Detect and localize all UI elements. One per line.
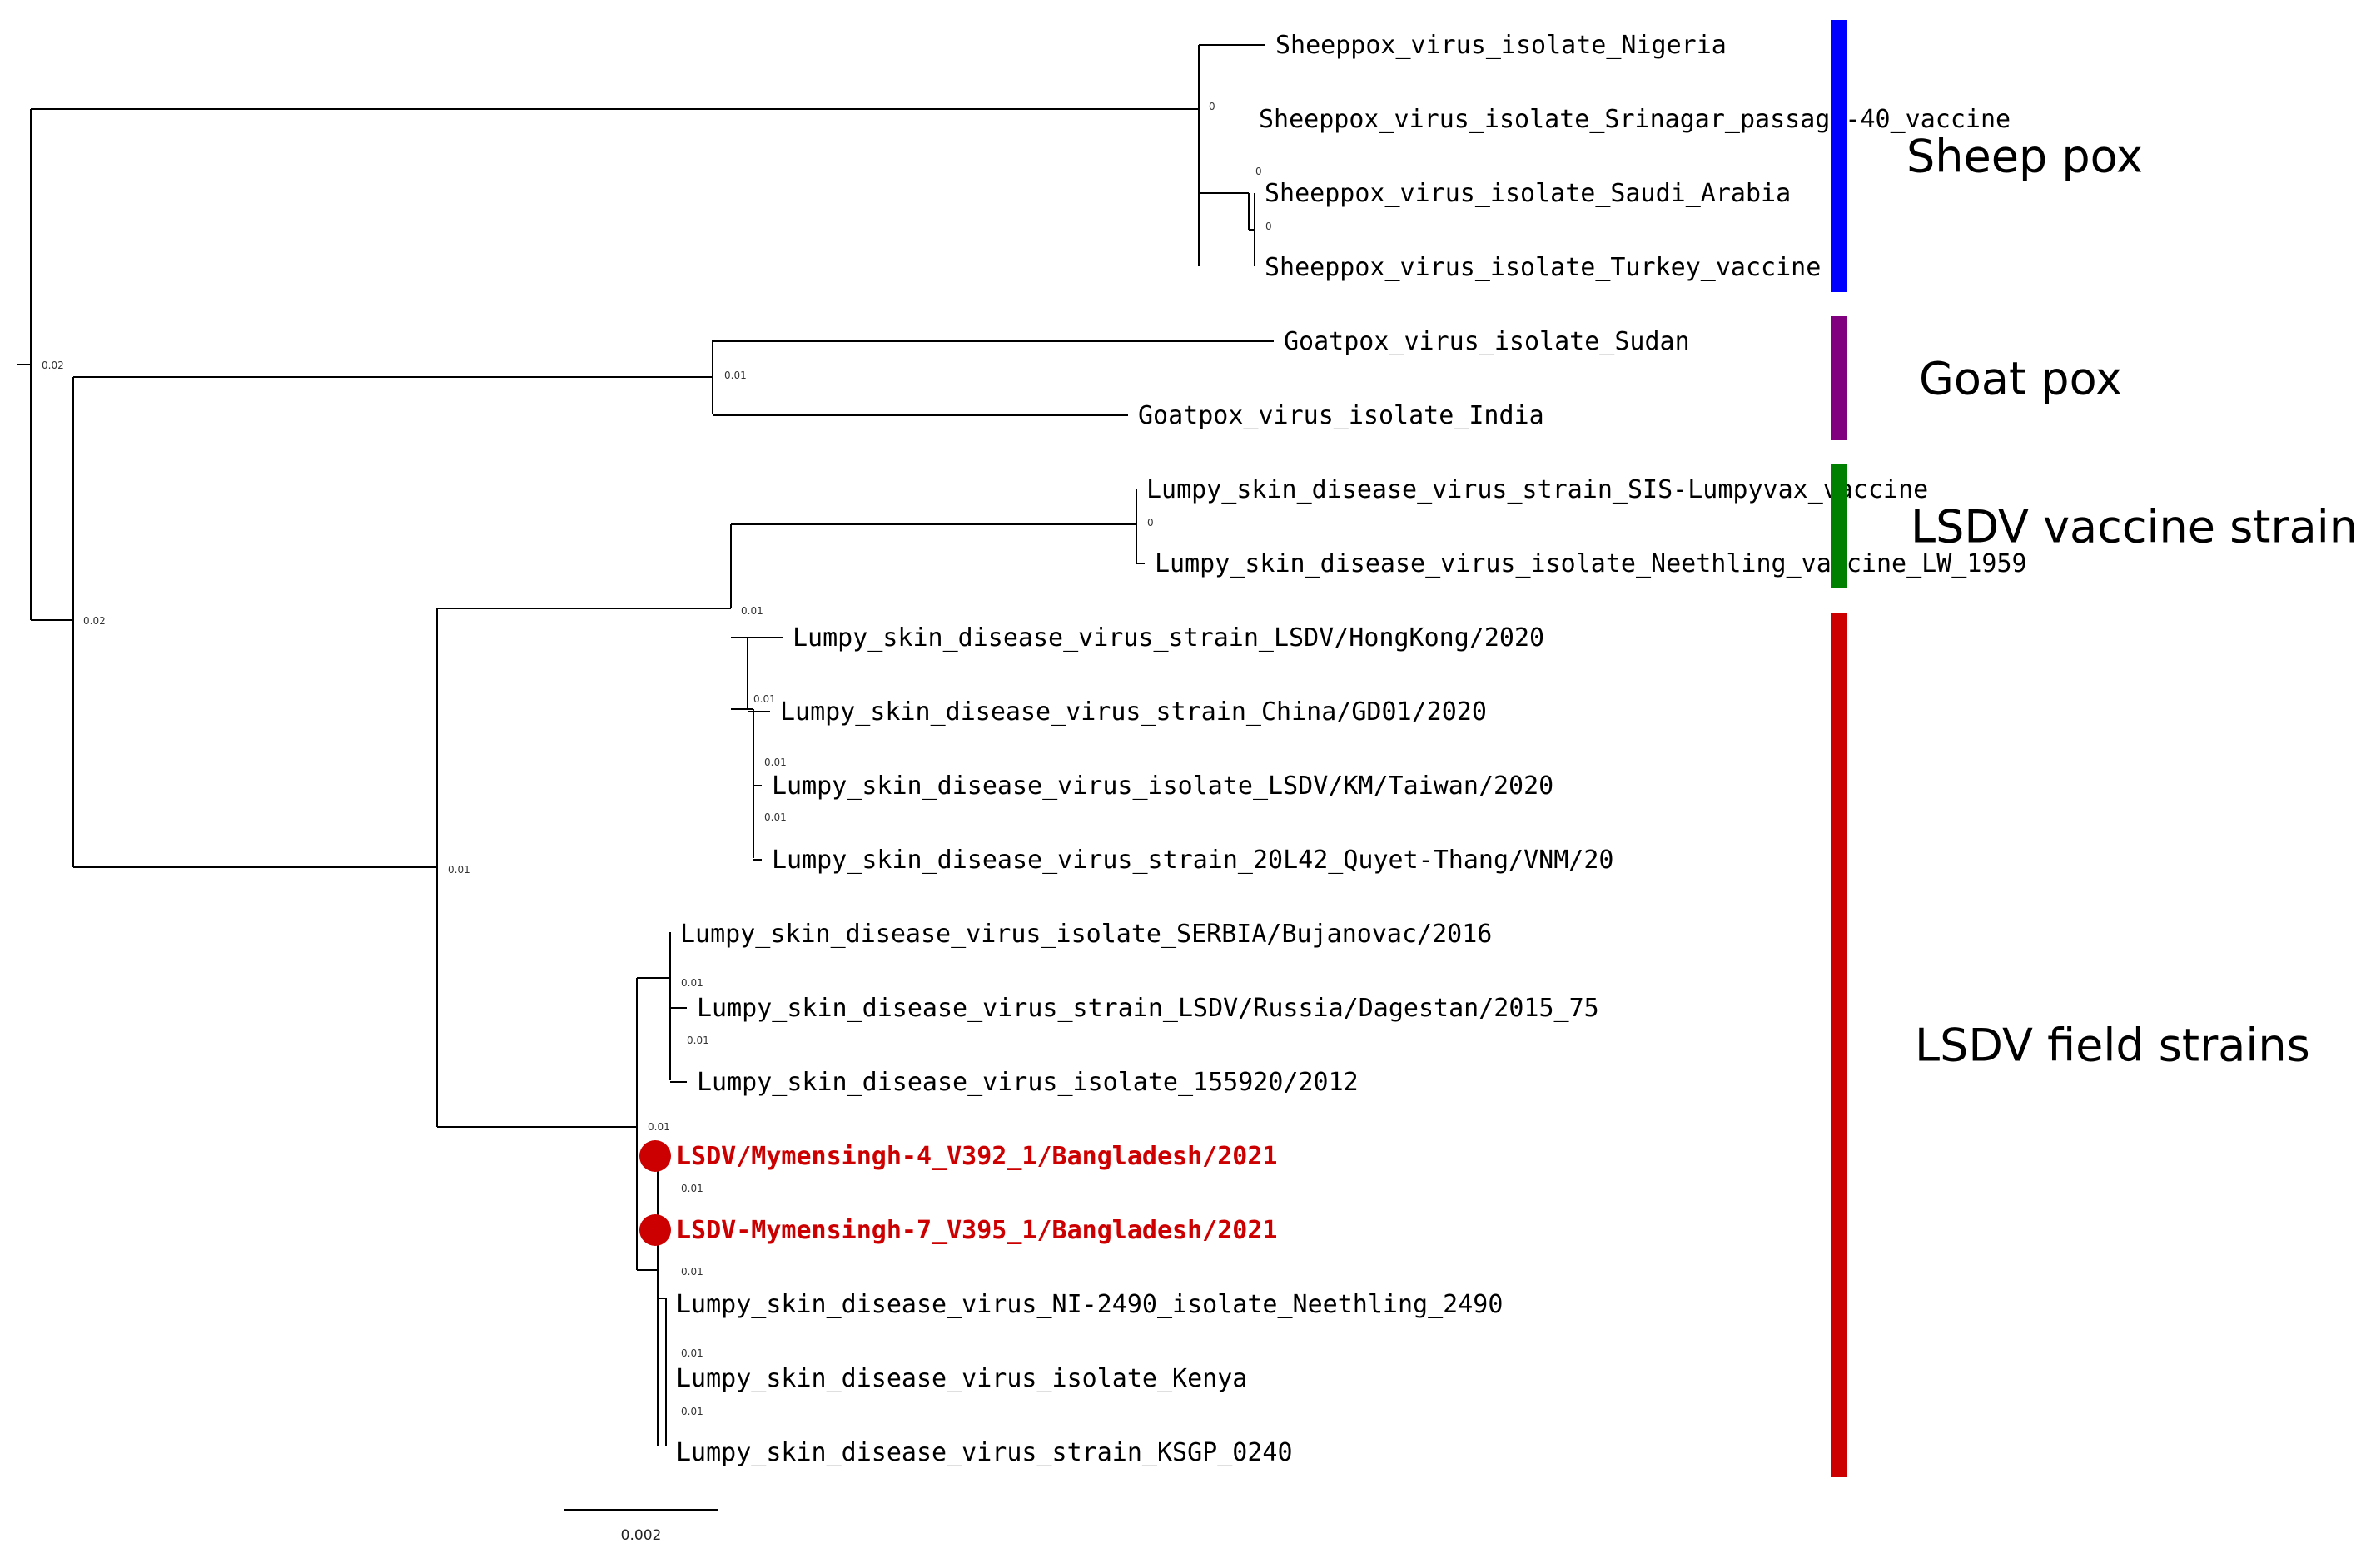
node-support-label: 0.01: [681, 977, 703, 989]
clade-label: Goat pox: [1919, 353, 2122, 405]
node-support-label: 0: [1147, 517, 1154, 528]
highlight-dot: [639, 1214, 671, 1246]
node-support-label: 0.01: [648, 1121, 670, 1133]
node-support-label: 0.02: [83, 615, 106, 627]
leaf-label: Lumpy_skin_disease_virus_strain_KSGP_024…: [676, 1438, 1293, 1467]
node-support-label: 0.01: [753, 693, 776, 705]
tree-branches: [17, 44, 1274, 1446]
clade-bar: [1831, 464, 1847, 588]
clade-label: LSDV field strains: [1915, 1020, 2310, 1072]
leaf-label: Goatpox_virus_isolate_Sudan: [1284, 327, 1690, 356]
clade-label: LSDV vaccine strains: [1911, 501, 2356, 553]
node-support-label: 0.01: [681, 1266, 703, 1278]
leaf-label: Lumpy_skin_disease_virus_isolate_LSDV/KM…: [772, 772, 1553, 801]
clade-label: Sheep pox: [1906, 131, 2143, 183]
leaf-label: Lumpy_skin_disease_virus_strain_LSDV/Hon…: [793, 623, 1544, 653]
leaf-label: Lumpy_skin_disease_virus_isolate_Neethli…: [1155, 549, 2027, 578]
node-support-labels: 0 0 0 0.02 0.01 0.02 0 0.01 0.01 0.01 0.01 0.01 0.01…: [42, 101, 1272, 1417]
node-support-label: 0.01: [764, 811, 787, 823]
highlight-dot: [639, 1140, 671, 1172]
leaf-label: Lumpy_skin_disease_virus_strain_LSDV/Rus…: [697, 994, 1599, 1023]
node-support-label: 0.02: [42, 360, 64, 371]
highlighted-leaf-label: LSDV-Mymensingh-7_V395_1/Bangladesh/2021: [676, 1216, 1277, 1245]
highlighted-leaf-label: LSDV/Mymensingh-4_V392_1/Bangladesh/2021: [676, 1142, 1277, 1171]
leaf-label: Lumpy_skin_disease_virus_isolate_155920/…: [697, 1068, 1359, 1097]
node-support-label: 0.01: [681, 1183, 703, 1194]
scale-bar-label: 0.002: [621, 1527, 662, 1544]
leaf-label: Lumpy_skin_disease_virus_isolate_SERBIA/…: [680, 920, 1492, 949]
leaf-label: Lumpy_skin_disease_virus_strain_China/GD…: [780, 697, 1487, 727]
node-support-label: 0: [1265, 221, 1272, 232]
leaf-label: Sheeppox_virus_isolate_Turkey_vaccine: [1265, 253, 1821, 282]
node-support-label: 0: [1255, 166, 1262, 177]
scale-bar: 0.002: [564, 1509, 718, 1544]
leaf-label: Sheeppox_virus_isolate_Srinagar_passage-…: [1259, 105, 2011, 134]
clade-bar: [1831, 20, 1847, 292]
node-support-label: 0.01: [741, 605, 763, 617]
highlight-markers: [639, 1140, 671, 1246]
node-support-label: 0.01: [764, 757, 787, 768]
leaf-label: Sheeppox_virus_isolate_Nigeria: [1275, 31, 1727, 60]
leaf-label: Lumpy_skin_disease_virus_isolate_Kenya: [676, 1364, 1247, 1393]
leaf-label: Lumpy_skin_disease_virus_NI-2490_isolate…: [676, 1290, 1503, 1319]
leaf-label: Sheeppox_virus_isolate_Saudi_Arabia: [1265, 179, 1791, 208]
node-support-label: 0: [1209, 101, 1215, 112]
node-support-label: 0.01: [681, 1347, 703, 1359]
node-support-label: 0.01: [724, 370, 747, 381]
leaf-label: Lumpy_skin_disease_virus_strain_SIS-Lump…: [1146, 475, 1928, 504]
clade-bar: [1831, 316, 1847, 440]
leaf-label: Goatpox_virus_isolate_India: [1138, 401, 1544, 430]
node-support-label: 0.01: [448, 864, 470, 876]
node-support-label: 0.01: [687, 1035, 709, 1046]
leaf-labels: Sheeppox_virus_isolate_NigeriaSheeppox_v…: [676, 31, 2027, 1467]
node-support-label: 0.01: [681, 1406, 703, 1417]
clade-bar: [1831, 613, 1847, 1477]
leaf-label: Lumpy_skin_disease_virus_strain_20L42_Qu…: [772, 846, 1613, 875]
